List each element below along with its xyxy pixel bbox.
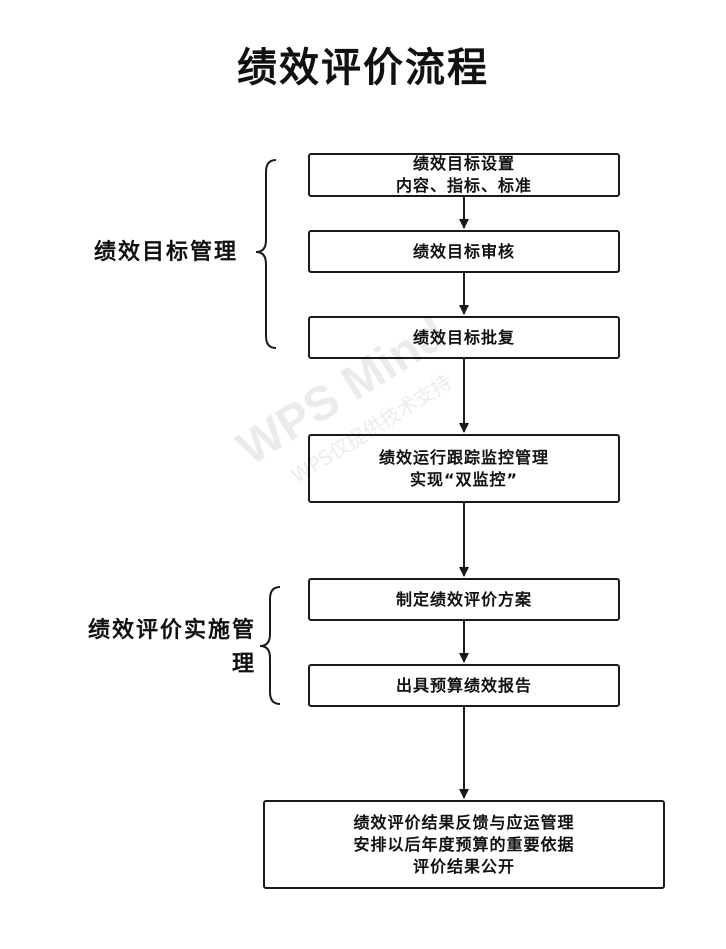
step-results-application-line1: 绩效评价结果反馈与应运管理 (353, 812, 575, 832)
step-plan-formulation: 制定绩效评价方案 (308, 578, 620, 621)
step-plan-formulation-label: 制定绩效评价方案 (395, 589, 532, 609)
step-target-setting-line2: 内容、指标、标准 (395, 176, 532, 195)
step-target-setting-line1: 绩效目标设置 (412, 154, 515, 173)
brace-target-management (255, 159, 277, 349)
step-target-approval-label: 绩效目标批复 (412, 327, 515, 347)
step-target-review: 绩效目标审核 (308, 230, 620, 273)
step-report-issuance-label: 出具预算绩效报告 (395, 675, 532, 695)
step-report-issuance: 出具预算绩效报告 (308, 664, 620, 707)
step-results-application-line3: 评价结果公开 (412, 856, 515, 876)
step-results-application: 绩效评价结果反馈与应运管理 安排以后年度预算的重要依据 评价结果公开 (263, 800, 665, 889)
step-results-application-line2: 安排以后年度预算的重要依据 (353, 834, 575, 854)
step-target-setting: 绩效目标设置 内容、指标、标准 (308, 153, 620, 197)
group-label-implementation-line1: 绩效评价实施管 (87, 618, 256, 643)
step-tracking-monitoring-line2: 实现“双监控” (409, 469, 519, 489)
step-target-review-label: 绩效目标审核 (412, 241, 515, 261)
step-tracking-monitoring: 绩效运行跟踪监控管理 实现“双监控” (308, 434, 620, 503)
step-target-approval: 绩效目标批复 (308, 316, 620, 359)
step-tracking-monitoring-line1: 绩效运行跟踪监控管理 (378, 447, 549, 467)
brace-implementation-management (259, 586, 281, 705)
group-label-implementation-line2: 理 (231, 652, 256, 677)
group-label-target-management: 绩效目标管理 (94, 240, 239, 265)
page-title: 绩效评价流程 (237, 45, 489, 91)
group-label-implementation-management: 绩效评价实施管 理 (70, 614, 256, 682)
